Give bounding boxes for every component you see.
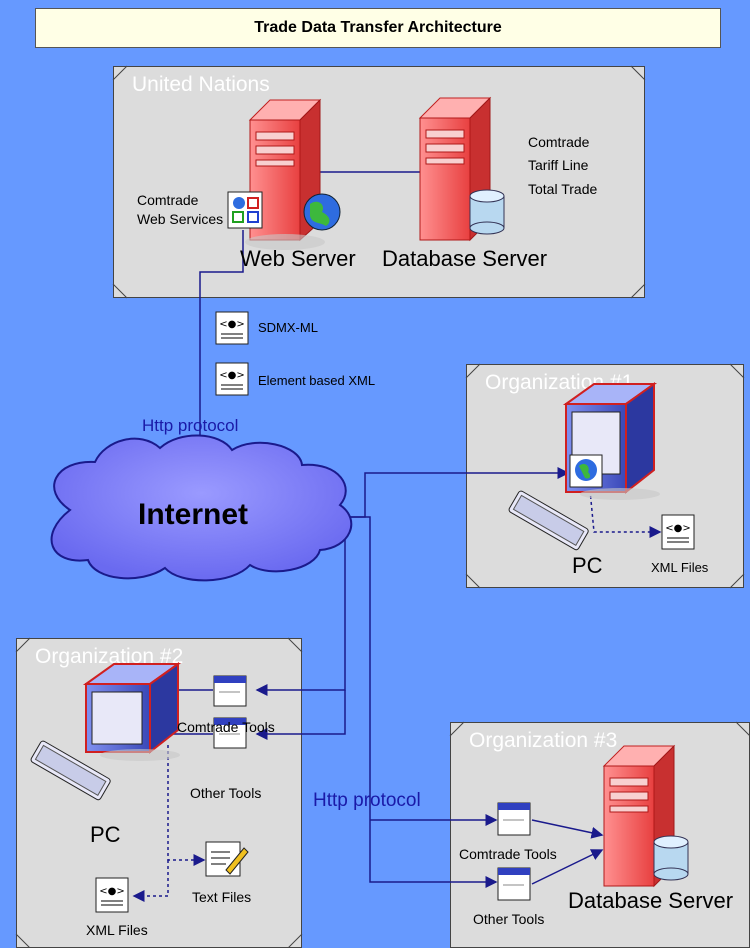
web-services-icon bbox=[227, 191, 263, 229]
sdmx-ml-label: SDMX-ML bbox=[258, 320, 318, 335]
org1-pc-label: PC bbox=[572, 553, 603, 578]
united-nations-panel: United Nations bbox=[113, 66, 645, 298]
text-files-label: Text Files bbox=[192, 889, 252, 905]
org3-database-server-label: Database Server bbox=[568, 888, 734, 913]
org2-other-tools-icon bbox=[213, 717, 247, 749]
db-contents-line3: Total Trade bbox=[528, 181, 598, 197]
organization-3-label: Organization #3 bbox=[469, 729, 618, 752]
element-xml-icon: <●> bbox=[215, 362, 249, 396]
org1-xml-files-icon: <●> bbox=[661, 514, 695, 550]
org3-other-tools-icon bbox=[497, 867, 531, 901]
org2-comtrade-tools-icon bbox=[213, 675, 247, 707]
svg-text:<●>: <●> bbox=[219, 319, 244, 330]
svg-text:<●>: <●> bbox=[99, 886, 124, 897]
org3-comtrade-tools-label: Comtrade Tools bbox=[459, 846, 557, 862]
comtrade-web-services-line1: Comtrade bbox=[137, 192, 199, 208]
comtrade-web-services-line2: Web Services bbox=[137, 211, 224, 227]
org2-other-tools-label: Other Tools bbox=[190, 785, 262, 801]
database-server-icon bbox=[418, 96, 505, 242]
org2-pc-icon bbox=[30, 662, 182, 801]
database-server-label: Database Server bbox=[382, 246, 548, 271]
diagram-title: Trade Data Transfer Architecture bbox=[35, 8, 721, 48]
org3-comtrade-tools-icon bbox=[497, 802, 531, 836]
db-contents-line2: Tariff Line bbox=[528, 157, 589, 173]
text-files-icon bbox=[205, 841, 249, 877]
internet-cloud bbox=[50, 434, 353, 582]
sdmx-ml-icon: <●> bbox=[215, 311, 249, 345]
org3-database-server-icon bbox=[602, 744, 689, 888]
dotted-lines bbox=[132, 489, 662, 902]
panel-corners bbox=[15, 65, 750, 948]
web-server-label: Web Server bbox=[240, 246, 356, 271]
element-xml-label: Element based XML bbox=[258, 373, 376, 388]
organization-2-label: Organization #2 bbox=[35, 645, 184, 668]
org1-xml-files-label: XML Files bbox=[651, 560, 709, 575]
org2-pc-label: PC bbox=[90, 822, 121, 847]
http-protocol-bottom: Http protocol bbox=[313, 790, 421, 811]
org3-other-tools-label: Other Tools bbox=[473, 911, 545, 927]
db-contents-line1: Comtrade bbox=[528, 134, 590, 150]
org2-xml-files-icon: <●> bbox=[95, 877, 129, 913]
org1-pc-icon bbox=[508, 382, 660, 551]
united-nations-label: United Nations bbox=[132, 73, 270, 96]
svg-text:<●>: <●> bbox=[219, 370, 244, 381]
internet-label: Internet bbox=[138, 498, 249, 531]
http-protocol-top: Http protocol bbox=[142, 416, 239, 435]
org2-xml-files-label: XML Files bbox=[86, 922, 148, 938]
connector-lines bbox=[157, 171, 604, 888]
svg-text:<●>: <●> bbox=[665, 523, 690, 534]
org2-comtrade-tools-label: Comtrade Tools bbox=[177, 719, 275, 735]
